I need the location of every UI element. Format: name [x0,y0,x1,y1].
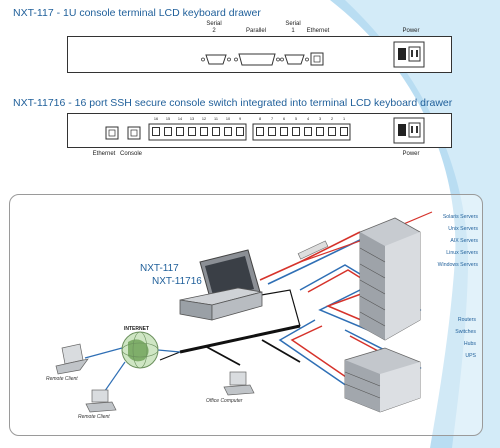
network-rack-icon [344,347,421,413]
power-inlet-icon [393,117,425,144]
remote-client-1-label: Remote Client [46,376,78,382]
port-number-15: 15 [165,117,171,121]
rj45-port-12 [200,127,208,136]
rj45-port-16 [152,127,160,136]
desktop-icon [85,389,117,413]
lcd-drawer-icon [179,249,263,321]
rj45-port-14 [176,127,184,136]
office-computer-label: Office Computer [206,398,243,404]
port-number-4: 4 [306,117,310,121]
port-number-6: 6 [282,117,286,121]
label-ethernet: Ethernet [306,28,330,34]
port-number-1: 1 [342,117,346,121]
port-number-14: 14 [177,117,183,121]
remote-client-2-label: Remote Client [78,414,110,420]
product2-title: NXT-11716 - 16 port SSH secure console s… [13,97,453,109]
laptop-icon [55,343,89,375]
internet-label: INTERNET [124,326,149,332]
label-parallel: Parallel [245,28,266,34]
rj45-port-9 [236,127,244,136]
server-label: Linux Servers [446,250,478,256]
port-number-13: 13 [189,117,195,121]
server-label: Unix Servers [448,226,478,232]
network-label: Switches [455,329,476,335]
port-number-2: 2 [330,117,334,121]
server-label: Windows Servers [437,262,478,268]
globe-icon [121,331,159,369]
serial2-port-icon [201,54,231,65]
rj45-port-1 [340,127,348,136]
network-label: UPS [465,353,476,359]
port-number-11: 11 [214,117,218,121]
power-inlet-icon [393,41,425,68]
label-power-2: Power [402,151,420,157]
port-number-7: 7 [270,117,274,121]
port-number-8: 8 [258,117,262,121]
model-a-label: NXT-117 [140,263,179,274]
rj45-port-8 [256,127,264,136]
model-b-label: NXT-11716 [152,276,202,287]
label-serial2: Serial 2 [206,21,222,34]
server-label: Solaris Servers [442,214,478,220]
network-label: Hubs [463,341,476,347]
rj45-port-7 [268,127,276,136]
port-number-5: 5 [294,117,298,121]
server-label: AIX Servers [450,238,478,244]
rj45-port-6 [280,127,288,136]
network-label: Routers [457,317,476,323]
product1-title: NXT-117 - 1U console terminal LCD keyboa… [13,7,261,19]
console-port-icon [127,126,141,140]
rj45-port-15 [164,127,172,136]
rj45-port-13 [188,127,196,136]
rj45-port-4 [304,127,312,136]
rj45-port-3 [316,127,324,136]
port-number-16: 16 [153,117,159,121]
server-rack-icon [359,217,421,341]
rj45-port-11 [212,127,220,136]
port-block-8-1 [252,123,351,141]
rj45-port-10 [224,127,232,136]
rj45-port-2 [328,127,336,136]
ethernet-port-icon [310,52,324,66]
port-number-10: 10 [225,117,231,121]
port-number-3: 3 [318,117,322,121]
parallel-port-icon [234,53,280,66]
label-console: Console [119,151,142,157]
port-number-9: 9 [238,117,242,121]
label-ethernet-2: Ethernet [92,151,116,157]
port-number-12: 12 [201,117,207,121]
ethernet-port-icon [105,126,119,140]
port-block-16-9 [148,123,247,141]
serial1-port-icon [280,54,309,65]
desktop-icon [223,371,255,396]
rj45-port-5 [292,127,300,136]
label-serial1: Serial 1 [285,21,301,34]
label-power: Power [402,28,420,34]
